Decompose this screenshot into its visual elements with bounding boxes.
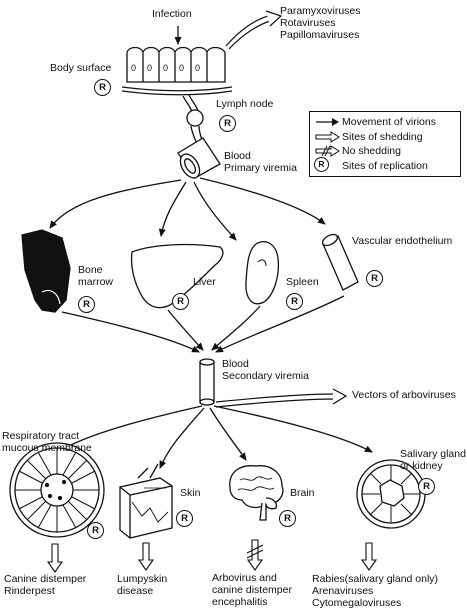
- skin-block: [119, 463, 173, 539]
- legend-item: Movement of virions: [310, 115, 460, 129]
- body-surface-viruses-label: Paramyxoviruses Rotaviruses Papillomavir…: [280, 5, 361, 41]
- salivary-gland-label: Salivary gland or kidney: [400, 448, 466, 472]
- blood-vessel-primary: [177, 137, 221, 179]
- primary-viremia-label: Blood Primary viremia: [224, 150, 297, 174]
- arrow-to-vascular-endothelium: [199, 177, 326, 225]
- spleen-shape: [245, 241, 280, 305]
- liver-label: Liver: [193, 276, 216, 288]
- respiratory-tract-cross-section: [9, 442, 105, 538]
- replication-badge-skin: R: [176, 510, 193, 527]
- skin-shedding-label: Lumpyskin disease: [117, 573, 168, 597]
- crossed-arrow-icon: [315, 145, 340, 157]
- lymphatic-vessel: [182, 94, 204, 146]
- legend: Movement of virions Sites of shedding No…: [309, 111, 461, 177]
- salivary-gland-cross-section: [356, 459, 426, 529]
- replication-badge-salivary: R: [418, 478, 435, 495]
- arrow-to-liver: [158, 181, 187, 237]
- replication-badge-body-surface: R: [94, 79, 111, 96]
- arrow-to-salivary: [213, 405, 373, 453]
- body-surface-epithelium: [121, 46, 233, 96]
- bone-marrow-shape: [21, 229, 71, 313]
- epithelium-cell-nucleus: 0: [131, 63, 137, 73]
- legend-label: Movement of virions: [342, 116, 436, 128]
- epithelium-cell-nucleus: 0: [147, 63, 153, 73]
- legend-label: Sites of replication: [342, 160, 428, 172]
- spleen-label: Spleen: [286, 276, 319, 288]
- thin-arrow-icon: [316, 118, 339, 126]
- salivary-shedding-label: Rabies(salivary gland only) Arenaviruses…: [312, 573, 439, 609]
- replication-badge-lymph-node: R: [219, 115, 236, 132]
- blood-vessel-secondary: [199, 358, 215, 406]
- vascular-endothelium-vessel: [321, 233, 359, 291]
- replication-badge-spleen: R: [286, 293, 303, 310]
- arrow-to-bone-marrow: [49, 179, 182, 229]
- brain-shape: [229, 465, 284, 521]
- respiratory-shedding-label: Canine distemper Rinderpest: [4, 573, 87, 597]
- legend-item: No shedding: [310, 144, 460, 158]
- lymph-node-label: Lymph node: [216, 98, 274, 110]
- shedding-arrow-skin: [137, 542, 155, 571]
- replication-badge-bone-marrow: R: [78, 296, 95, 313]
- epithelium-cell-nucleus: 0: [195, 63, 201, 73]
- replication-badge-respiratory: R: [87, 522, 104, 539]
- shedding-arrow-body-surface: [225, 10, 283, 50]
- arrow-liver-to-blood: [167, 309, 204, 351]
- infection-label: Infection: [152, 8, 192, 20]
- shedding-arrow-vectors: [215, 388, 348, 408]
- epithelium-cell-nucleus: 0: [179, 63, 185, 73]
- replication-badge-vascular-endothelium: R: [366, 270, 383, 287]
- bone-marrow-label: Bone marrow: [78, 264, 114, 288]
- arrow-to-spleen: [193, 181, 237, 241]
- replication-badge-brain: R: [279, 510, 296, 527]
- respiratory-tract-label: Respiratory tract mucous membrane: [2, 430, 92, 454]
- no-shedding-arrow-brain: [246, 539, 264, 571]
- r-circle-icon: R: [314, 157, 329, 172]
- legend-label: No shedding: [342, 145, 401, 157]
- secondary-viremia-label: Blood Secondary viremia: [222, 358, 309, 382]
- legend-item: Sites of shedding: [310, 130, 460, 144]
- replication-badge-liver: R: [172, 293, 189, 310]
- brain-no-shedding-label: Arbovirus and canine distemper encephali…: [212, 572, 292, 608]
- hollow-arrow-icon: [315, 131, 340, 143]
- legend-item: R Sites of replication: [310, 157, 460, 173]
- arrow-vascular-to-blood: [215, 295, 345, 353]
- skin-label: Skin: [180, 487, 201, 499]
- epithelium-cell-nucleus: 0: [163, 63, 169, 73]
- arrow-to-brain: [209, 407, 247, 461]
- vectors-label: Vectors of arboviruses: [352, 389, 456, 401]
- arrow-bone-marrow-to-blood: [61, 311, 200, 353]
- brain-label: Brain: [290, 487, 315, 499]
- body-surface-label: Body surface: [50, 62, 112, 74]
- shedding-arrow-salivary: [360, 542, 378, 571]
- liver-shape: [130, 243, 224, 309]
- vascular-endothelium-label: Vascular endothelium: [352, 235, 453, 247]
- legend-label: Sites of shedding: [342, 131, 423, 143]
- arrow-to-skin: [159, 407, 205, 469]
- shedding-arrow-respiratory: [46, 543, 64, 573]
